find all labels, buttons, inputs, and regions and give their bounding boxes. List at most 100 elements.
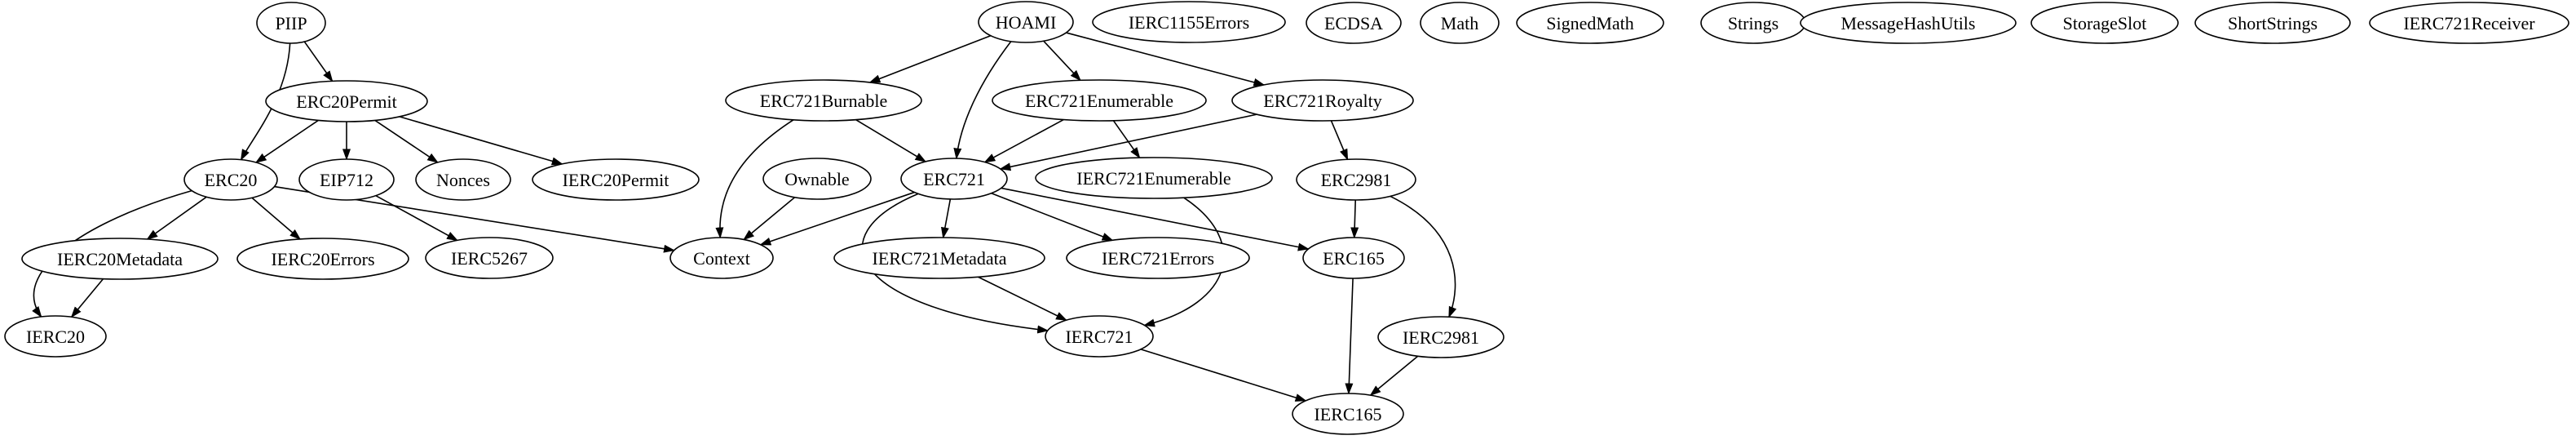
node-label: ERC2981 <box>1321 170 1392 190</box>
edge-IERC2981-to-IERC165 <box>1369 355 1419 397</box>
edge-ERC721-to-ERC165 <box>1001 187 1310 251</box>
edge-ERC721Burnable-to-Context <box>715 119 794 239</box>
node-SignedMath: SignedMath <box>1516 2 1664 44</box>
edge-ERC721-to-Context <box>759 191 915 246</box>
node-ellipse <box>1377 316 1505 358</box>
node-IERC721: IERC721 <box>1045 315 1154 358</box>
node-label: IERC20Permit <box>563 170 669 190</box>
node-ERC2981: ERC2981 <box>1296 158 1416 201</box>
node-Nonces: Nonces <box>415 158 511 201</box>
node-label: ERC165 <box>1323 248 1385 269</box>
node-ellipse <box>725 79 922 122</box>
node-label: IERC721Receiver <box>2403 13 2535 33</box>
node-ellipse <box>1045 315 1154 358</box>
node-label: ERC721Burnable <box>760 91 887 111</box>
node-label: IERC20Metadata <box>57 249 183 269</box>
edge-HOAMI-to-ERC721Enumerable <box>1043 40 1081 82</box>
edge-Ownable-to-Context <box>743 197 796 241</box>
node-label: IERC721Metadata <box>873 248 1007 269</box>
edge-IERC20Metadata-to-IERC20 <box>70 278 104 318</box>
node-label: ShortStrings <box>2228 13 2318 33</box>
node-ellipse <box>1516 2 1664 44</box>
node-label: IERC721Enumerable <box>1076 168 1231 189</box>
node-label: ERC20Permit <box>296 91 396 112</box>
node-label: MessageHashUtils <box>1841 13 1976 33</box>
node-ellipse <box>762 158 872 200</box>
node-ERC20: ERC20 <box>183 158 278 201</box>
edge-ERC721-to-IERC721Metadata <box>941 198 952 239</box>
node-IERC721Metadata: IERC721Metadata <box>833 237 1045 279</box>
edge-ERC2981-to-IERC2981 <box>1390 195 1457 318</box>
node-IERC165: IERC165 <box>1292 393 1404 435</box>
node-Ownable: Ownable <box>762 158 872 200</box>
node-label: Context <box>693 248 750 269</box>
node-label: Math <box>1441 13 1478 33</box>
node-EIP712: EIP712 <box>298 158 395 201</box>
node-ellipse <box>2194 2 2351 44</box>
node-label: IERC20Errors <box>271 249 374 269</box>
node-ERC721: ERC721 <box>900 158 1008 200</box>
node-label: IERC721Errors <box>1102 248 1214 269</box>
node-ellipse <box>256 2 326 44</box>
edge-ERC721-to-IERC721Errors <box>991 193 1114 242</box>
node-ellipse <box>4 315 107 358</box>
node-label: HOAMI <box>996 12 1057 33</box>
node-ellipse <box>1092 1 1286 43</box>
node-label: ERC721 <box>923 169 985 189</box>
edge-ERC20Permit-to-Nonces <box>374 119 439 163</box>
node-label: Nonces <box>436 170 490 190</box>
node-ellipse <box>1296 158 1416 201</box>
node-ellipse <box>183 158 278 201</box>
node-HOAMI: HOAMI <box>978 1 1074 43</box>
edge-ERC20Permit-to-IERC20Permit <box>399 116 563 166</box>
node-ellipse <box>425 237 554 279</box>
node-label: ECDSA <box>1324 13 1383 33</box>
edge-ERC721Enumerable-to-IERC721Enumerable <box>1112 120 1141 159</box>
node-ellipse <box>978 1 1074 43</box>
node-label: PIIP <box>275 13 307 33</box>
node-ellipse <box>1800 2 2017 44</box>
edge-PIIP-to-ERC20Permit <box>303 41 334 82</box>
node-IERC5267: IERC5267 <box>425 237 554 279</box>
node-ellipse <box>1306 2 1402 44</box>
node-label: IERC721 <box>1065 327 1133 347</box>
node-ellipse <box>2030 2 2179 44</box>
node-label: IERC165 <box>1314 404 1381 424</box>
edge-HOAMI-to-ERC721Royalty <box>1066 32 1266 87</box>
node-label: Strings <box>1728 13 1778 33</box>
node-ellipse <box>532 158 700 201</box>
node-label: IERC5267 <box>451 248 528 269</box>
node-ShortStrings: ShortStrings <box>2194 2 2351 44</box>
edge-PIIP-to-ERC20 <box>240 42 291 161</box>
node-MessageHashUtils: MessageHashUtils <box>1800 2 2017 44</box>
node-ERC721Royalty: ERC721Royalty <box>1231 79 1414 122</box>
edge-EIP712-to-IERC5267 <box>375 194 458 242</box>
node-ellipse <box>1420 2 1500 44</box>
edge-HOAMI-to-ERC721 <box>953 41 1012 160</box>
edge-ERC20Permit-to-ERC20 <box>254 119 319 163</box>
node-IERC20Metadata: IERC20Metadata <box>21 238 219 280</box>
node-label: IERC20 <box>26 327 85 347</box>
edge-IERC721-to-IERC165 <box>1140 349 1307 402</box>
node-label: Ownable <box>784 169 849 189</box>
node-label: ERC721Royalty <box>1263 91 1381 111</box>
node-ellipse <box>21 238 219 280</box>
node-ellipse <box>669 237 774 279</box>
node-label: StorageSlot <box>2063 13 2147 33</box>
node-label: EIP712 <box>320 170 373 190</box>
node-label: ERC721Enumerable <box>1025 91 1173 111</box>
node-IERC20Permit: IERC20Permit <box>532 158 700 201</box>
edge-ERC721Burnable-to-ERC721 <box>855 118 927 162</box>
node-ellipse <box>265 80 428 122</box>
edge-ERC20-to-IERC20Metadata <box>146 196 207 240</box>
node-ellipse <box>1302 237 1405 279</box>
node-Math: Math <box>1420 2 1500 44</box>
edge-HOAMI-to-ERC721Burnable <box>868 34 992 83</box>
node-IERC20Errors: IERC20Errors <box>236 238 409 280</box>
node-ellipse <box>2369 2 2569 44</box>
node-IERC721Enumerable: IERC721Enumerable <box>1035 157 1273 199</box>
node-StorageSlot: StorageSlot <box>2030 2 2179 44</box>
node-IERC2981: IERC2981 <box>1377 316 1505 358</box>
